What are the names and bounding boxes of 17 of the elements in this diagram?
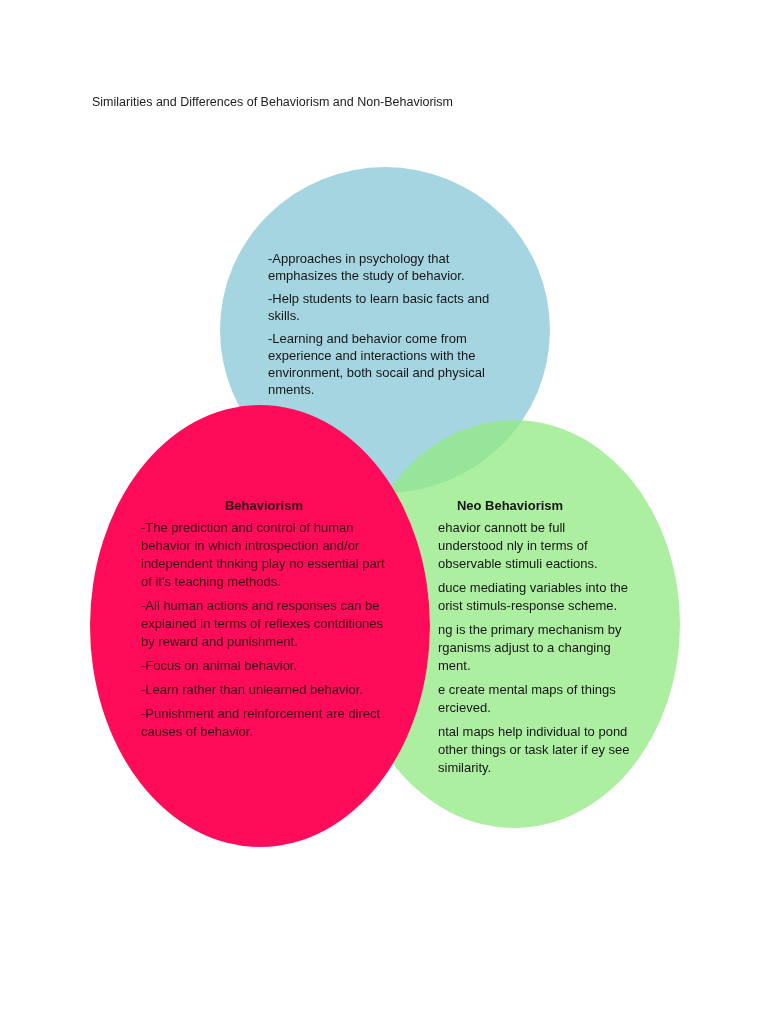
venn-circle	[90, 405, 430, 847]
bullet-text: -Punishment and reinforcement are direct causes of behavior.	[141, 705, 382, 741]
bullet-text: duce mediating variables into the orist stimuls-response scheme.	[438, 579, 630, 615]
bullet-text: ng is the primary mechanism by rganisms adjust to a changing ment.	[438, 621, 623, 675]
circle-heading: Neo Behaviorism	[455, 497, 565, 515]
bullet-text: -Approaches in psychology that emphasizes the study of behavior.	[268, 250, 466, 284]
bullet-text: ntal maps help individual to pond other things or task later if ey see similarity.	[438, 723, 631, 777]
bullet-text: -The prediction and control of human behavior in which introspection and/or independent thnking play no essential part of it's teaching methods.	[141, 519, 386, 591]
bullet-text: -Learn rather than unlearned behavior.	[141, 681, 364, 699]
diagram-title: Similarities and Differences of Behaviorism and Non-Behaviorism	[92, 95, 454, 110]
circle-heading: Behaviorism	[223, 497, 304, 515]
bullet-text: -Focus on animal behavior.	[141, 657, 299, 675]
bullet-text: -Learning and behavior come from experience and interactions with the environment, both socail and physical nments.	[268, 330, 486, 398]
bullet-text: -Help students to learn basic facts and skills.	[268, 290, 491, 324]
bullet-text: -All human actions and responses can be explained in terms of reflexes contditiones by reward and punishment.	[141, 597, 385, 651]
bullet-text: ehavior cannott be full understood nly in terms of observable stimuli eactions.	[438, 519, 599, 573]
bullet-text: e create mental maps of things ercieved.	[438, 681, 617, 717]
